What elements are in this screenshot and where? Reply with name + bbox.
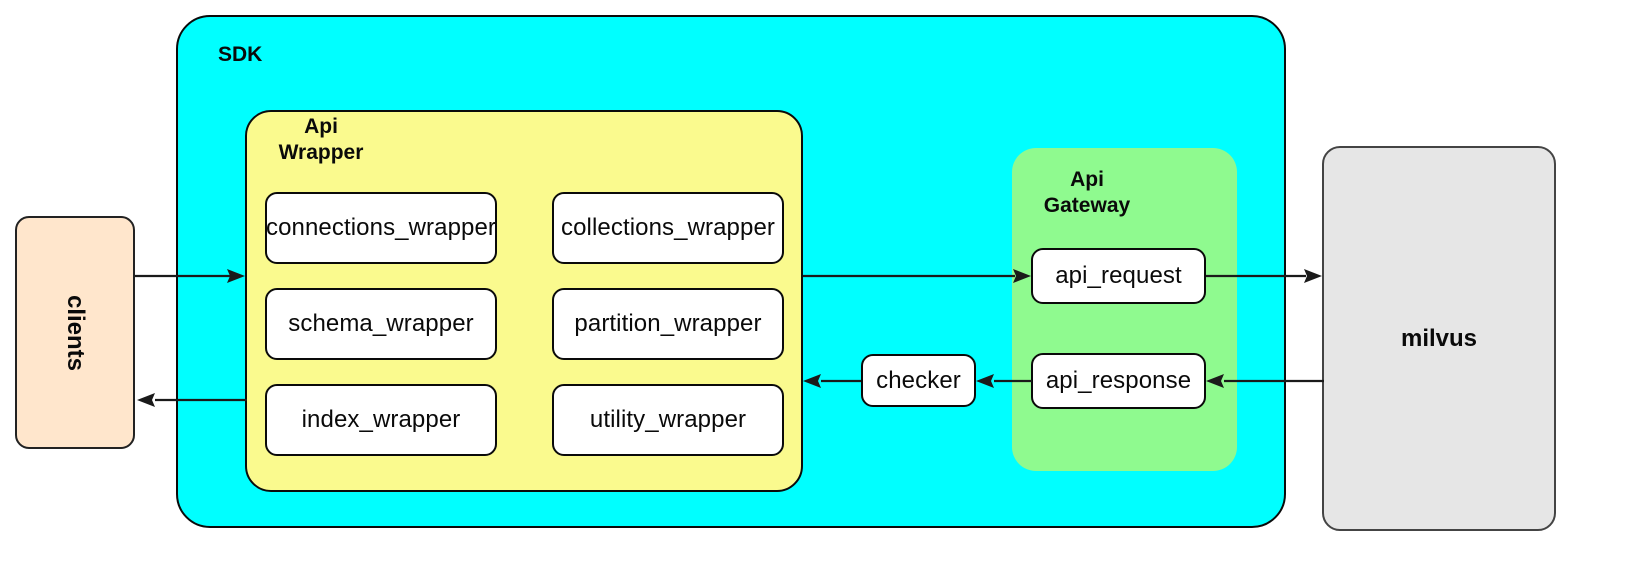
api-gateway-container[interactable]: [1012, 148, 1237, 471]
clients-label: clients: [62, 294, 89, 371]
milvus-store: milvus: [1322, 146, 1556, 531]
module-connections-wrapper[interactable]: connections_wrapper: [265, 192, 497, 264]
module-partition-wrapper[interactable]: partition_wrapper: [552, 288, 784, 360]
checker-node[interactable]: checker: [861, 354, 976, 407]
module-collections-wrapper[interactable]: collections_wrapper: [552, 192, 784, 264]
module-utility-wrapper[interactable]: utility_wrapper: [552, 384, 784, 456]
api-request-node[interactable]: api_request: [1031, 248, 1206, 304]
api-response-node[interactable]: api_response: [1031, 353, 1206, 409]
module-schema-wrapper[interactable]: schema_wrapper: [265, 288, 497, 360]
module-index-wrapper[interactable]: index_wrapper: [265, 384, 497, 456]
clients-actor[interactable]: clients: [15, 216, 135, 449]
